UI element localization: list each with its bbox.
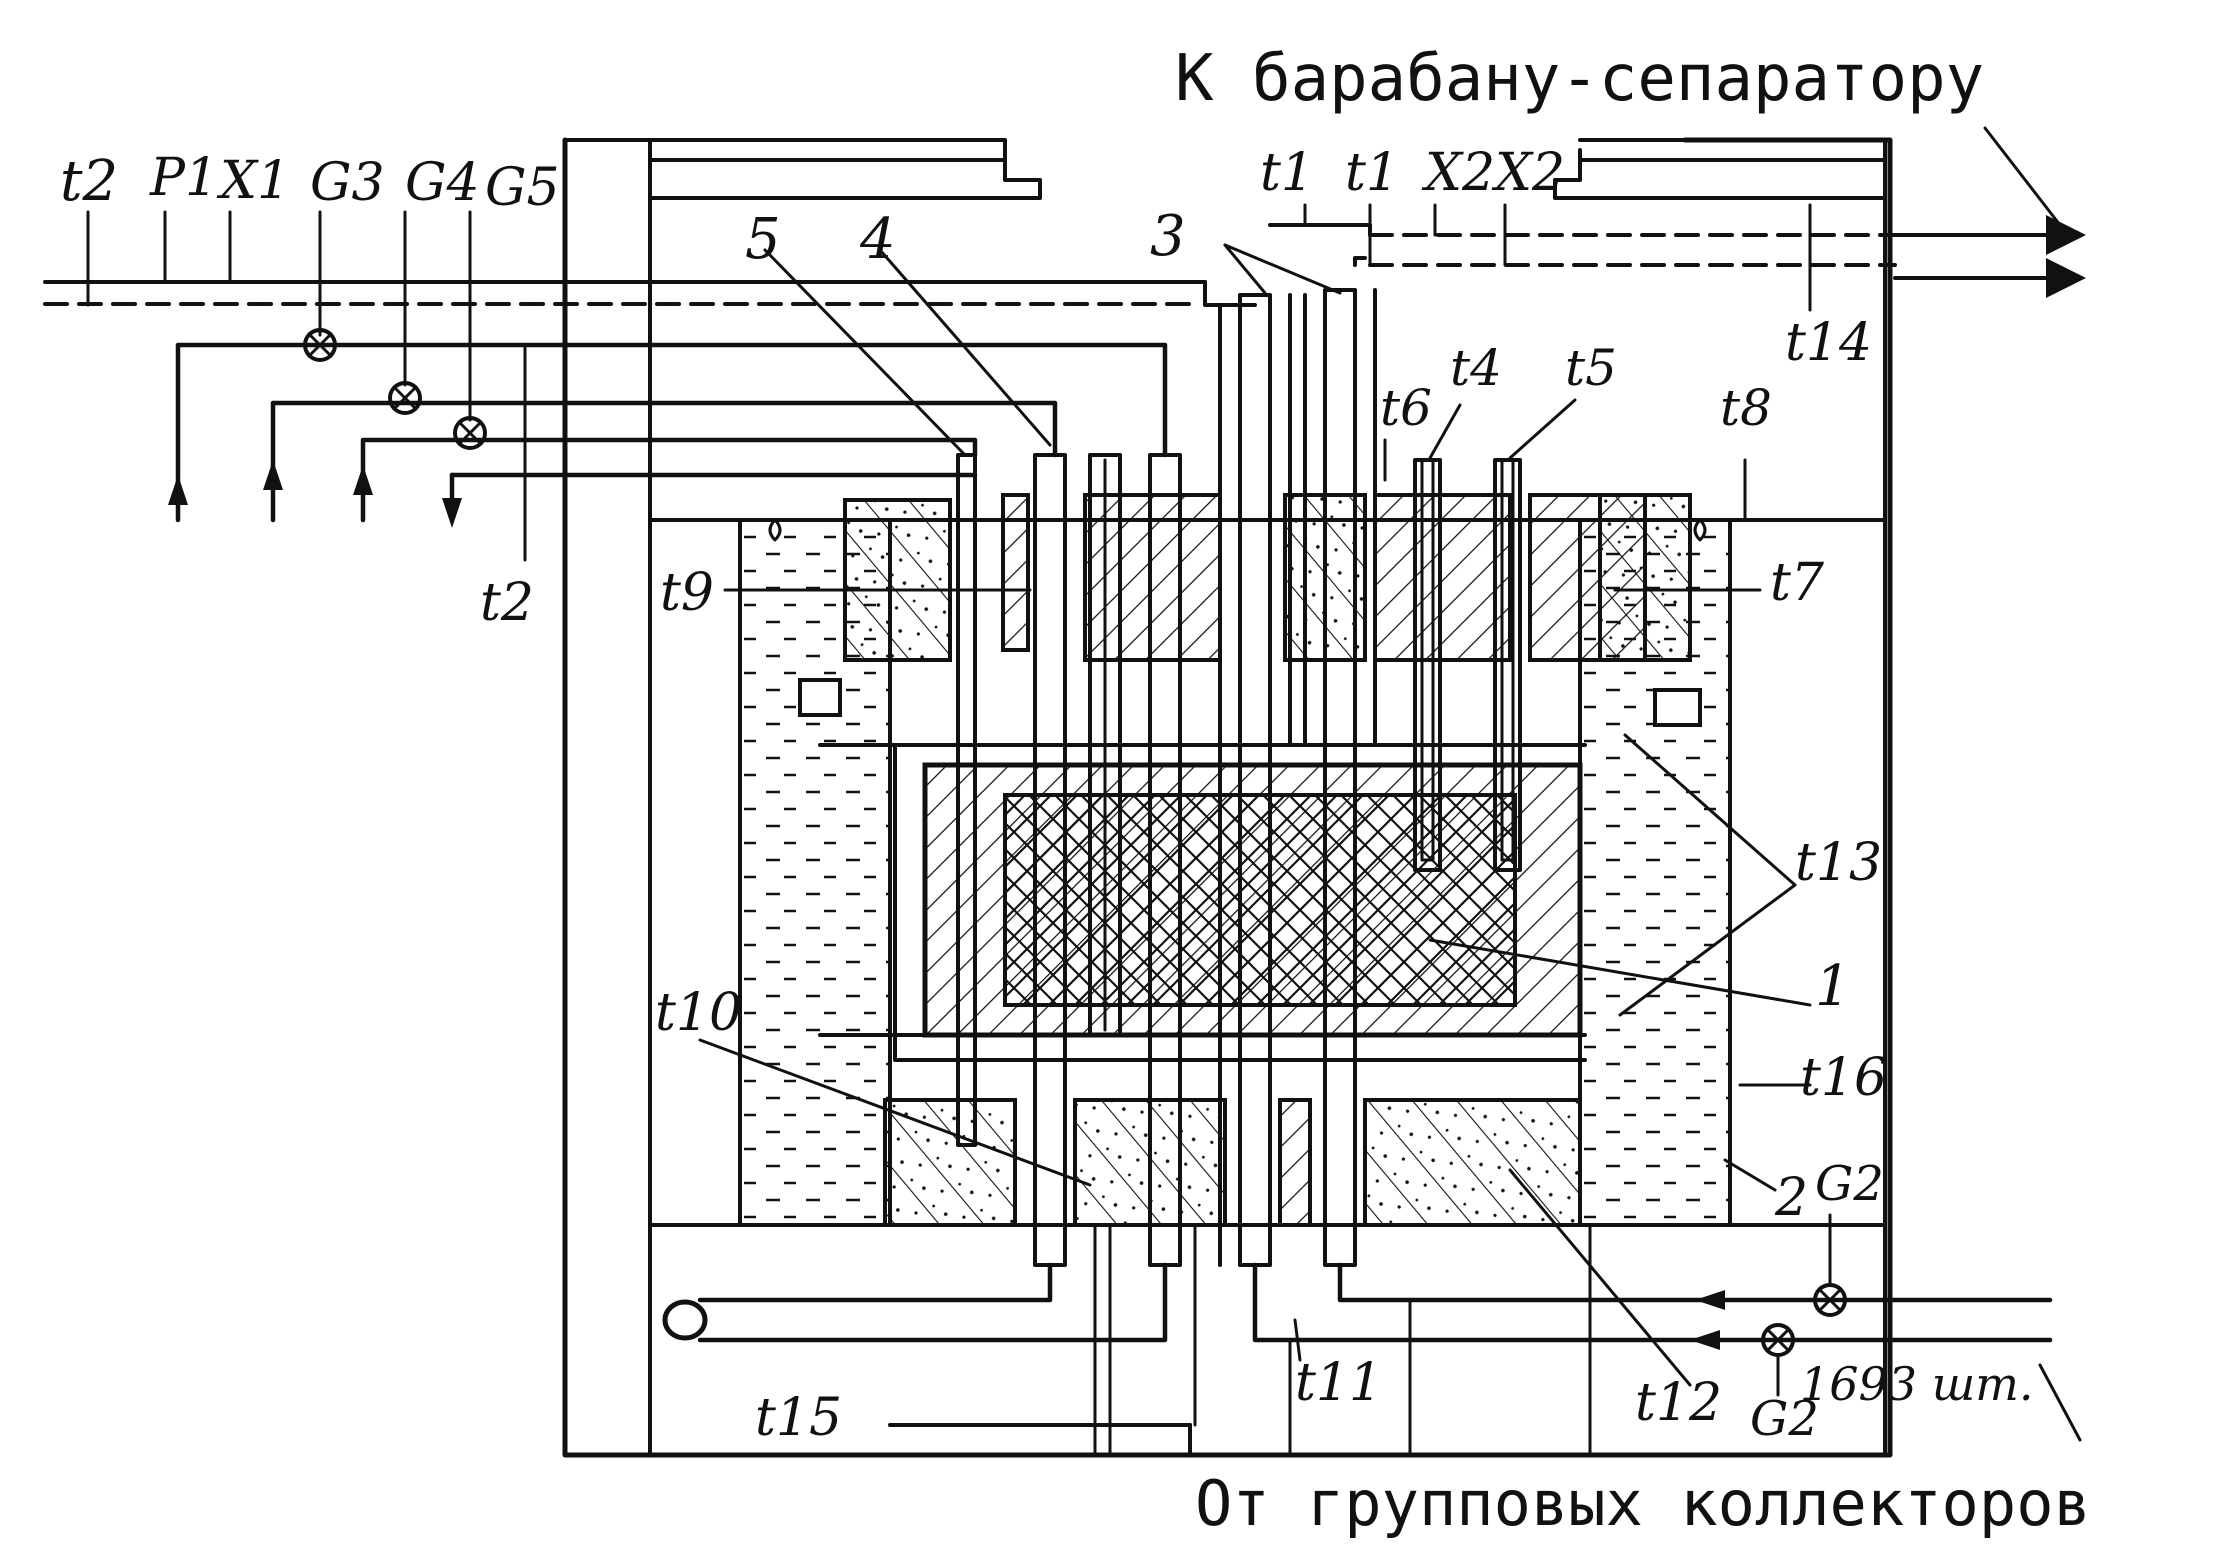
label-t13: t13 [1795,833,1882,893]
part-number-4: 4 [859,207,896,272]
part-number-2: 2 [1774,1168,1808,1228]
label-t2-lower: t2 [480,573,534,633]
arrow-up-icon [168,475,188,505]
arrow-down-icon [442,498,462,528]
label-t15: t15 [755,1388,842,1448]
steam-outlet-lines [43,126,2086,307]
label-t11: t11 [1295,1353,1382,1413]
channel-tubes [956,288,1522,1267]
part-number-3: 3 [1150,204,1186,269]
label-t8: t8 [1720,379,1772,437]
label-t2: t2 [60,149,118,214]
label-g2-lower: G2 [1750,1391,1819,1447]
label-t12: t12 [1635,1373,1722,1433]
water-tanks [738,518,1732,1227]
inner-labels: t2 t9 t6 t4 t5 t8 t7 t13 t16 t10 t11 t12… [480,339,1887,1448]
arrow-up-icon [263,460,283,490]
label-t4: t4 [1450,339,1502,397]
label-t1-a: t1 [1260,143,1314,203]
caption-group: К барабану-сепаратору От групповых колле… [1175,42,2091,1540]
label-x2-b: X2 [1491,143,1565,203]
pipe-loop-icon [662,1299,708,1341]
lower-shield-blocks [883,1098,1582,1227]
arrow-left-icon [1690,1330,1720,1350]
label-g3: G3 [310,153,385,213]
leader-lines [698,203,2082,1442]
part-number-5: 5 [745,207,781,272]
label-t5: t5 [1565,339,1617,397]
label-t1-b: t1 [1345,143,1399,203]
channel-count-label: 1693 шт. [1800,1357,2034,1411]
label-t14: t14 [1785,313,1872,373]
label-g5: G5 [485,158,560,218]
reactor-core [818,743,1587,1062]
label-t9: t9 [660,563,714,623]
label-t16: t16 [1800,1048,1887,1108]
arrow-up-icon [353,465,373,495]
arrow-left-icon [1695,1290,1725,1310]
label-g4: G4 [405,153,480,213]
valve-crossed-circle-icon [303,328,337,362]
top-left-labels: t2 P1 X1 G3 G4 G5 [60,148,560,218]
label-x2-a: X2 [1421,143,1495,203]
label-x1: X1 [216,151,290,211]
part-number-1: 1 [1815,954,1851,1019]
label-t10: t10 [655,983,742,1043]
label-t6: t6 [1380,379,1432,437]
part-number-labels: 1 2 3 4 5 [745,204,1851,1228]
label-t7: t7 [1770,553,1825,613]
top-center-labels: t1 t1 X2 X2 t14 [1260,143,1872,373]
label-g2-upper: G2 [1815,1156,1884,1212]
lower-collector-pipes [697,1223,2053,1457]
valve-crossed-circle-icon [453,416,487,450]
valve-crossed-circle-icon [388,381,422,415]
caption-from-group-collectors: От групповых коллекторов [1195,1467,2091,1540]
label-p1: P1 [149,148,218,208]
caption-to-drum-separator: К барабану-сепаратору [1175,42,1984,116]
